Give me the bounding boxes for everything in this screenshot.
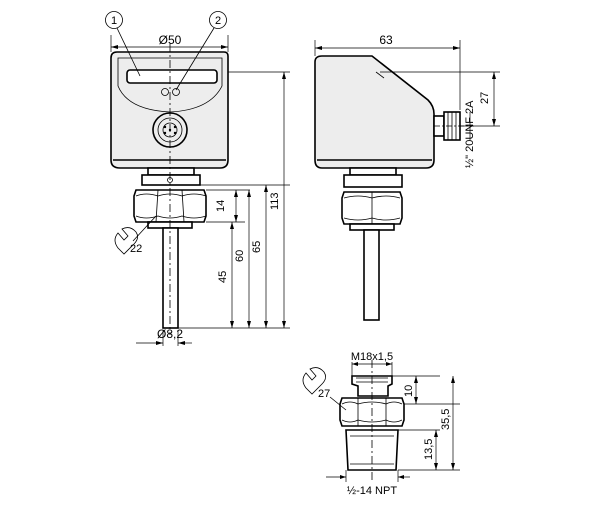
dim-35-5: 35,5 (440, 409, 452, 430)
detail-view: M18x1,5 27 10 35,5 13,5 ½-1 (302, 351, 460, 497)
diameter-50-label: Ø50 (159, 33, 182, 47)
dim-60: 60 (234, 250, 246, 262)
thread-npt-label: ½-14 NPT (347, 485, 397, 497)
thread-unf-label: ½" 20UNF 2A (464, 100, 476, 168)
probe (162, 227, 179, 329)
wrench-icon (114, 227, 138, 255)
led-2 (172, 88, 180, 96)
side-view: 63 27 ½" 20UNF 2A (314, 33, 500, 321)
dim-65: 65 (251, 241, 263, 253)
dim-14: 14 (215, 200, 227, 212)
npt-thread (345, 429, 399, 471)
wrench-icon-detail (302, 367, 326, 395)
callout-2: 2 (215, 15, 221, 27)
diameter-8-2-label: Ø8,2 (157, 327, 183, 341)
dim-27: 27 (479, 92, 491, 104)
led-1 (161, 88, 169, 96)
wrench-27-label: 27 (318, 388, 330, 400)
display-window (126, 69, 218, 84)
dim-63: 63 (379, 33, 393, 47)
side-housing (314, 55, 435, 169)
dim-113: 113 (269, 192, 281, 210)
dim-45: 45 (217, 271, 229, 283)
dim-13-5: 13,5 (423, 439, 435, 460)
dim-10: 10 (403, 385, 415, 397)
wrench-22-label: 22 (130, 243, 142, 255)
front-view: 1 2 Ø50 Ø8,2 22 14 (105, 11, 290, 346)
thread-m18-label: M18x1,5 (351, 351, 393, 363)
callout-1: 1 (111, 15, 117, 27)
